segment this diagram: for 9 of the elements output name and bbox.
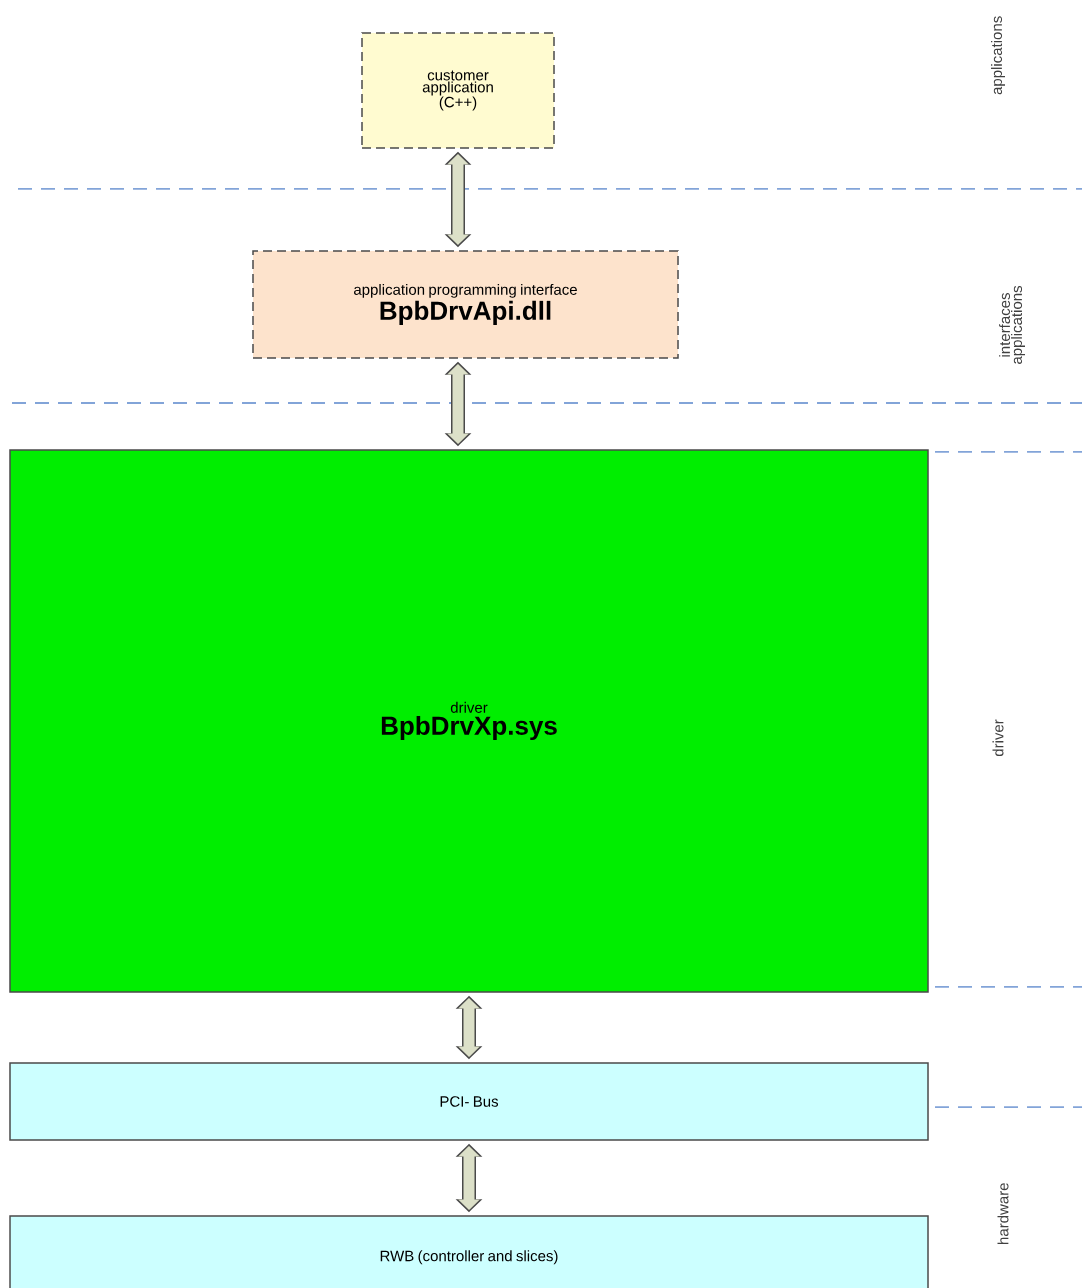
layer-label: interfaces applications <box>999 285 1025 364</box>
interface-box: application programming interface BpbDrvApi.dll <box>252 250 679 359</box>
bus-box: PCI- Bus <box>9 1062 929 1141</box>
layer-label: applications <box>991 16 1005 95</box>
driver-box: driver BpbDrvXp.sys <box>9 449 929 993</box>
application-box: customer application (C++) <box>361 32 555 149</box>
hardware-box: RWB (controller and slices) <box>9 1215 929 1288</box>
layer-label: driver <box>992 719 1004 757</box>
layer-label: hardware <box>997 1183 1009 1244</box>
